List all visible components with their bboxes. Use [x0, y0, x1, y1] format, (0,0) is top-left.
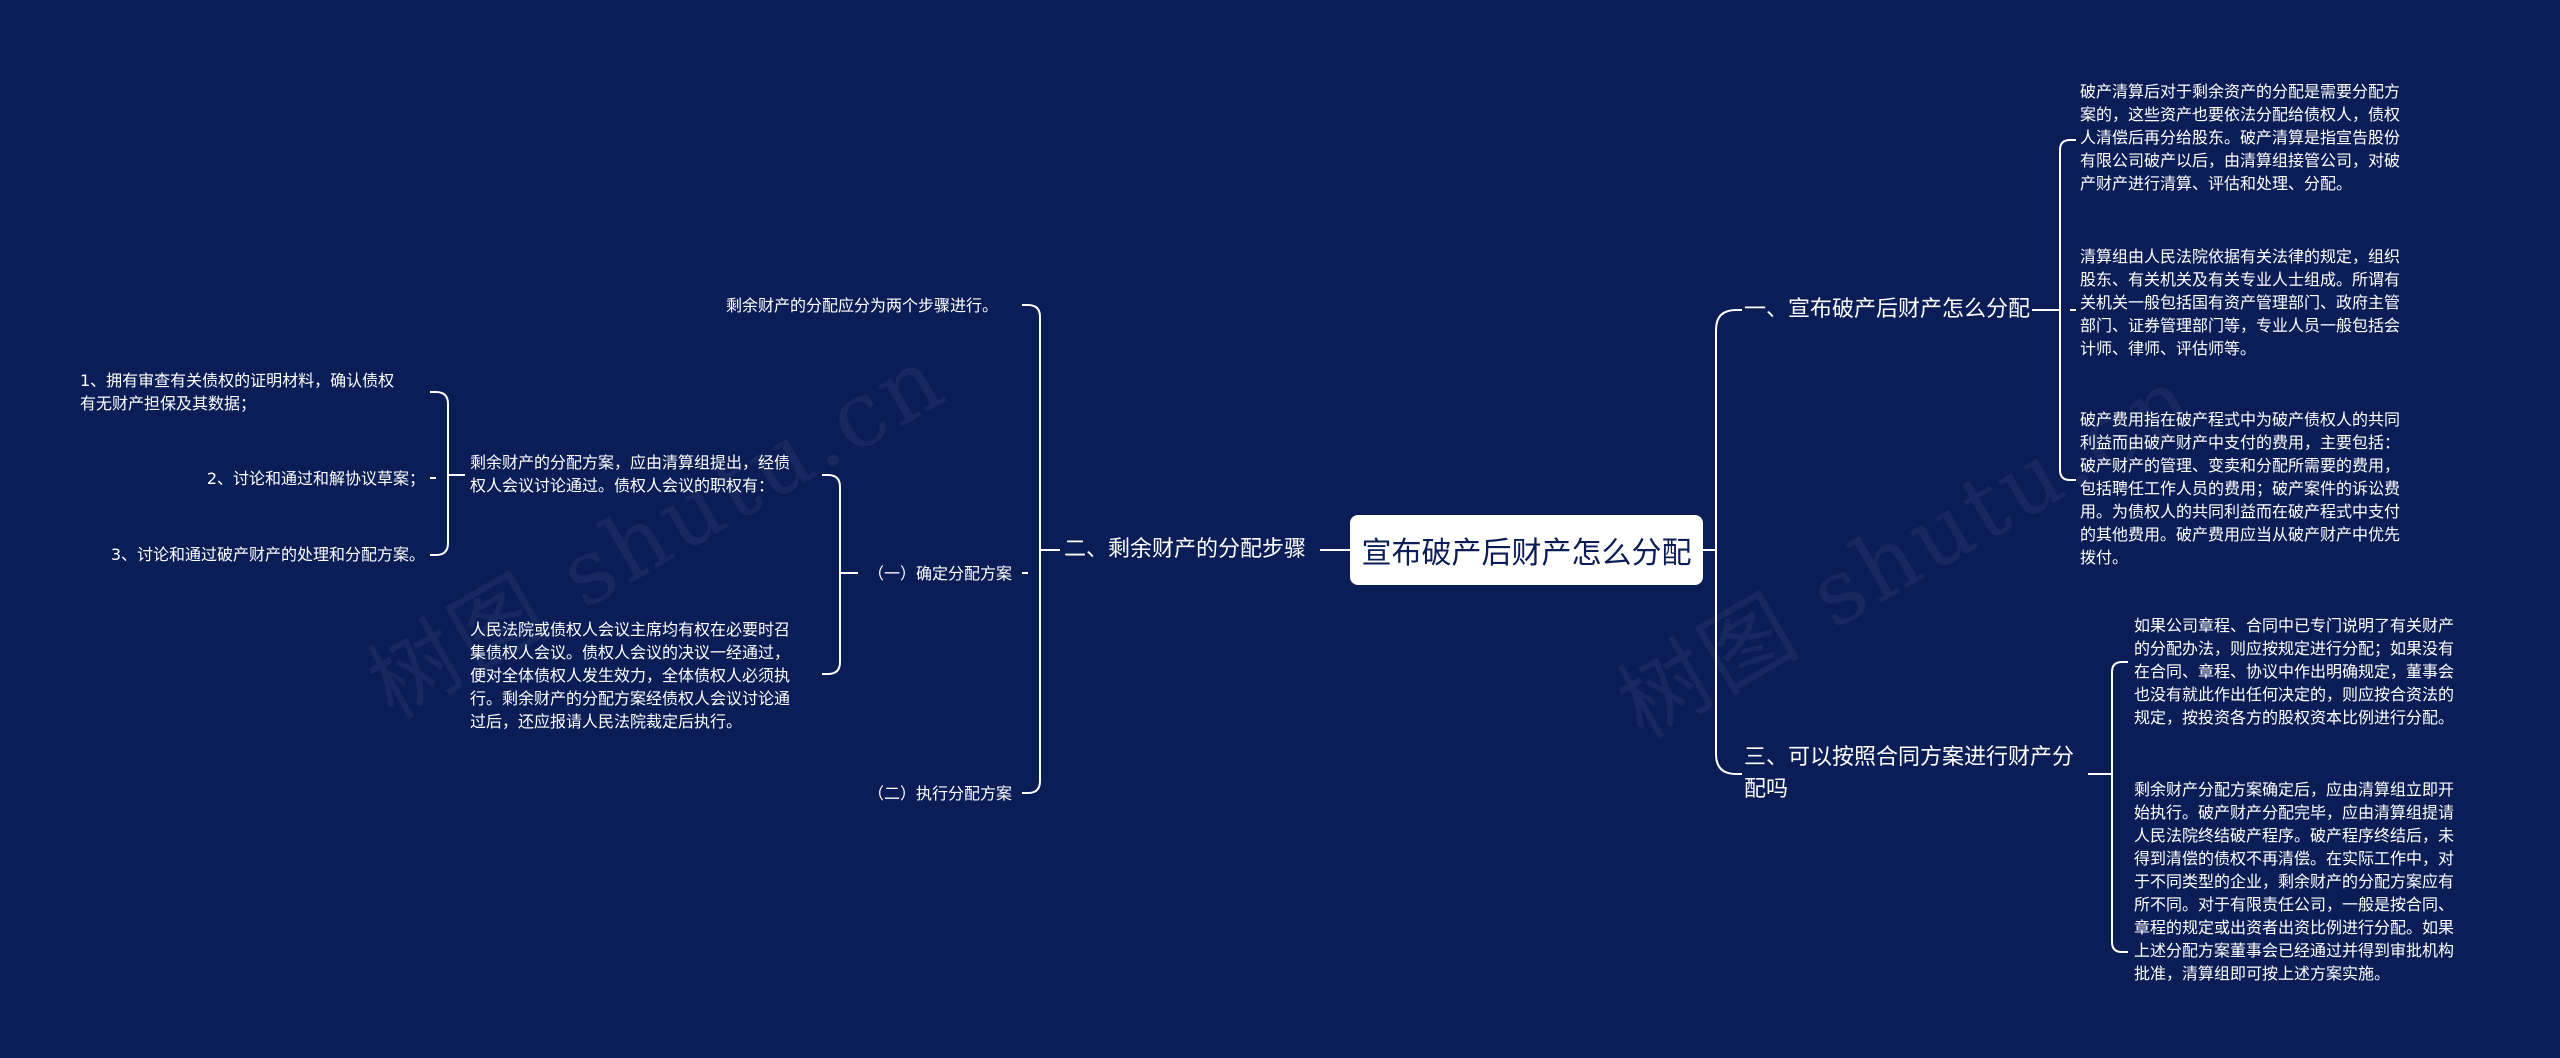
- branch-3-leaf-2: 剩余财产分配方案确定后，应由清算组立即开 始执行。破产财产分配完毕，应由清算组提…: [2134, 780, 2455, 983]
- root-label: 宣布破产后财产怎么分配: [1361, 536, 1692, 571]
- branch-1-leaf-1: 破产清算后对于剩余资产的分配是需要分配方 案的，这些资产也要依法分配给债权人，债…: [2080, 82, 2401, 193]
- root-node[interactable]: 宣布破产后财产怎么分配: [1350, 515, 1703, 585]
- branch-3-leaf-1: 如果公司章程、合同中已专门说明了有关财产 的分配办法，则应按规定进行分配；如果没…: [2134, 616, 2455, 727]
- step-1-label[interactable]: （一）确定分配方案: [868, 564, 1013, 583]
- connector-sub1-bracket: [435, 391, 449, 556]
- branch-1-label[interactable]: 一、宣布破产后财产怎么分配: [1744, 297, 2031, 322]
- branch-1-leaf-3: 破产费用指在破产程式中为破产债权人的共同 利益而由破产财产中支付的费用，主要包括…: [2080, 410, 2401, 567]
- step-2-label[interactable]: （二）执行分配方案: [868, 784, 1013, 803]
- branch-1-leaf-2: 清算组由人民法院依据有关法律的规定，组织 股东、有关机关及有关专业人士组成。所谓…: [2080, 247, 2401, 358]
- connector-right-bracket: [1715, 309, 1737, 775]
- branch-2-label[interactable]: 二、剩余财产的分配步骤: [1064, 537, 1307, 562]
- sub-1-item-3: 3、讨论和通过破产财产的处理和分配方案。: [110, 545, 425, 564]
- connector-step1-bracket: [827, 474, 841, 675]
- connector-b1-bracket: [2059, 139, 2071, 481]
- sub-1-item-2: 2、讨论和通过和解协议草案；: [206, 469, 425, 488]
- step-1-sub-1: 剩余财产的分配方案，应由清算组提出，经债 权人会议讨论通过。债权人会议的职权有：: [470, 453, 791, 495]
- step-1-sub-2: 人民法院或债权人会议主席均有权在必要时召 集债权人会议。债权人会议的决议一经通过…: [470, 620, 791, 731]
- connector-b2-bracket: [1027, 304, 1041, 794]
- sub-1-item-1: 1、拥有审查有关债权的证明材料，确认债权 有无财产担保及其数据；: [80, 371, 395, 413]
- connector-b3-bracket: [2111, 661, 2123, 953]
- branch-2-intro: 剩余财产的分配应分为两个步骤进行。: [726, 296, 999, 315]
- branch-3-label[interactable]: 三、可以按照合同方案进行财产分 配吗: [1744, 745, 2075, 802]
